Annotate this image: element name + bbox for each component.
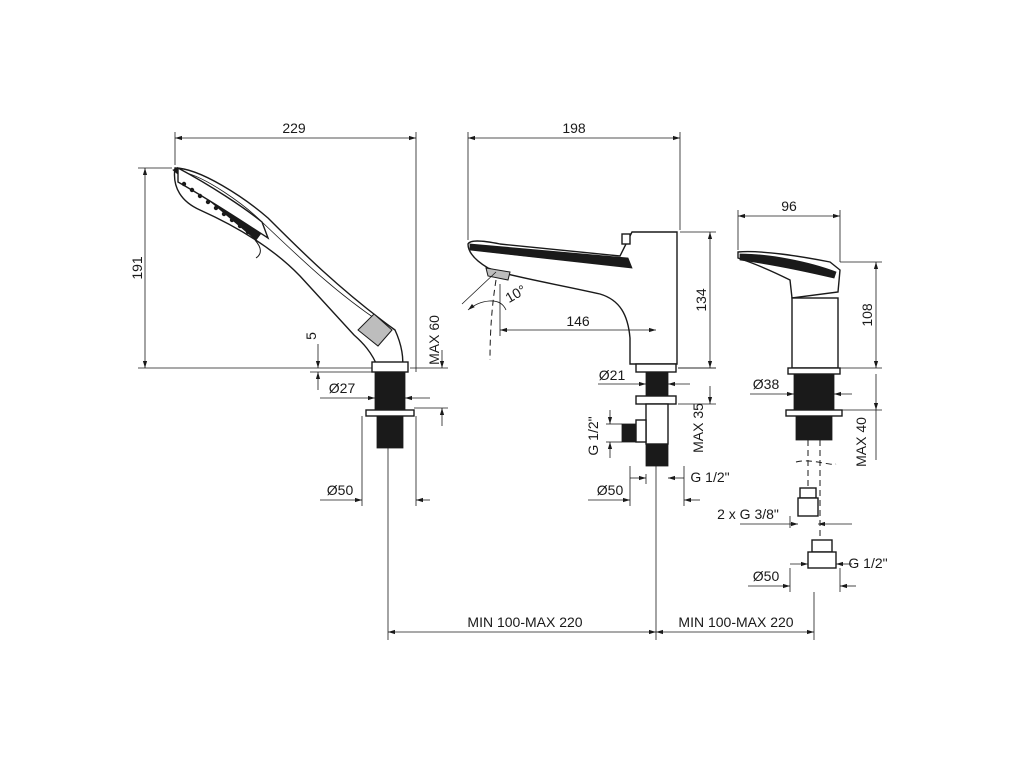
dim-spout-max-height: MAX 35 <box>690 403 706 453</box>
dim-mixer-width: 96 <box>781 198 797 214</box>
mixer-body <box>791 297 839 369</box>
dim-spacing-left: MIN 100-MAX 220 <box>467 614 582 630</box>
spout-stem <box>645 371 669 397</box>
dim-handshower-width: 229 <box>282 120 306 136</box>
dim-handshower-nut-dia: Ø50 <box>327 482 354 498</box>
dim-spout-angle: 10° <box>502 281 528 305</box>
dim-spacing-right: MIN 100-MAX 220 <box>678 614 793 630</box>
dim-mixer-base-dia: Ø38 <box>753 376 780 392</box>
spout-side-inlet <box>621 423 637 443</box>
dim-mixer-height: 108 <box>859 303 875 327</box>
dim-mixer-nut-dia: Ø50 <box>753 568 780 584</box>
dim-mixer-inlets: 2 x G 3/8" <box>717 506 779 522</box>
dim-spout-height: 134 <box>693 288 709 312</box>
dim-mixer-outlet: G 1/2" <box>848 555 887 571</box>
dim-mixer-max-height: MAX 40 <box>853 417 869 467</box>
mixer-stem <box>793 373 835 411</box>
spout: 10° 198 146 134 Ø21 MAX 35 G 1/2" <box>461 120 730 640</box>
dim-spout-inlet-bottom: G 1/2" <box>690 469 729 485</box>
handshower: 229 191 5 MAX 60 Ø27 Ø50 <box>129 120 448 640</box>
dim-spout-reach: 146 <box>566 313 590 329</box>
dim-handshower-offset: 5 <box>303 332 319 340</box>
mixer: 96 108 Ø38 MAX 40 2 x G 3/8" G 1/2" Ø50 <box>717 198 888 640</box>
dim-handshower-max-height: MAX 60 <box>426 315 442 365</box>
spacing-dimensions: MIN 100-MAX 220 MIN 100-MAX 220 <box>388 614 814 635</box>
dim-spout-nut-dia: Ø50 <box>597 482 624 498</box>
dim-spout-inlet-side: G 1/2" <box>585 416 601 455</box>
handshower-stem <box>374 371 406 411</box>
handshower-band <box>357 313 393 347</box>
dim-handshower-height: 191 <box>129 256 145 280</box>
dim-spout-base-dia: Ø21 <box>599 367 626 383</box>
dim-spout-width: 198 <box>562 120 586 136</box>
dim-handshower-base-dia: Ø27 <box>329 380 356 396</box>
